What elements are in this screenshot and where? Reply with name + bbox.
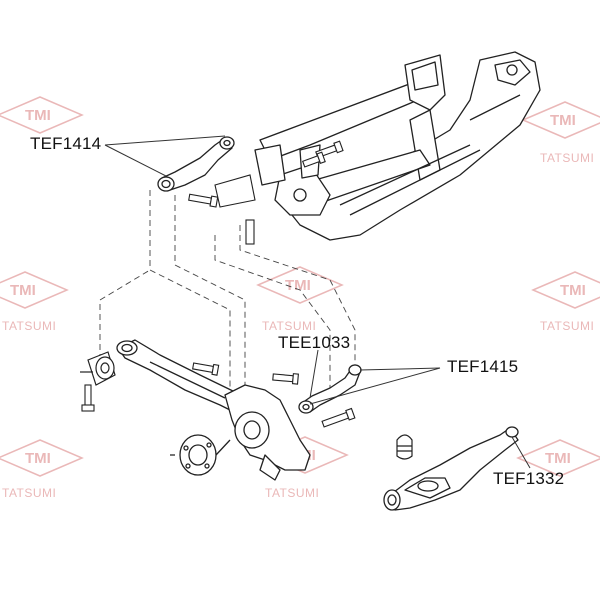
bolt-c [188, 193, 219, 208]
tmi-logo-top-left: TMI [0, 96, 84, 134]
svg-text:TMI: TMI [550, 112, 576, 129]
knuckle [224, 384, 311, 481]
bolt-e [245, 219, 255, 245]
leader-lines [104, 135, 531, 469]
bolt-b [301, 151, 326, 168]
tatsumi-wm-4: TATSUMI [540, 319, 594, 333]
wheel-hub [170, 434, 231, 476]
bump-stop [396, 434, 413, 460]
bushing-bolt [81, 384, 95, 412]
tmi-logo-top-right: TMI [521, 101, 600, 139]
callout-tef1414: TEF1414 [30, 134, 102, 153]
bushing-left [80, 351, 116, 386]
svg-text:TMI: TMI [560, 282, 586, 299]
svg-text:TMI: TMI [25, 450, 51, 467]
trailing-arm [116, 339, 251, 416]
svg-text:TMI: TMI [285, 277, 311, 294]
tatsumi-wm-3: TATSUMI [262, 319, 316, 333]
tatsumi-wm-1: TATSUMI [540, 151, 594, 165]
tatsumi-wm-2: TATSUMI [2, 319, 56, 333]
callout-tef1332: TEF1332 [493, 469, 565, 488]
upper-arm-tef1414 [157, 136, 235, 192]
tmi-logo-mid-center: TMI [256, 266, 344, 304]
svg-text:TMI: TMI [545, 450, 571, 467]
bolt-k2 [272, 373, 299, 385]
tmi-logo-low-right: TMI [516, 439, 600, 477]
bracket-d [214, 174, 256, 208]
assembly-guides [99, 190, 356, 410]
callout-tef1415: TEF1415 [447, 357, 519, 376]
svg-text:TMI: TMI [25, 107, 51, 124]
lower-arm-tef1332 [383, 426, 519, 511]
bolt-k3 [321, 407, 356, 428]
tmi-logo-mid-right: TMI [531, 271, 600, 309]
toe-link-tef1415 [298, 364, 362, 414]
tmi-logo-low-left: TMI [0, 439, 84, 477]
tmi-logo-mid-left: TMI [0, 271, 69, 309]
subframe-bolts [188, 140, 344, 245]
rear-subframe [254, 51, 541, 241]
bolt-k1 [192, 362, 220, 376]
knuckle-bolts [192, 362, 356, 428]
tatsumi-wm-5: TATSUMI [2, 486, 56, 500]
callout-tee1033: TEE1033 [278, 333, 351, 352]
svg-text:TMI: TMI [10, 282, 36, 299]
tatsumi-wm-6: TATSUMI [265, 486, 319, 500]
